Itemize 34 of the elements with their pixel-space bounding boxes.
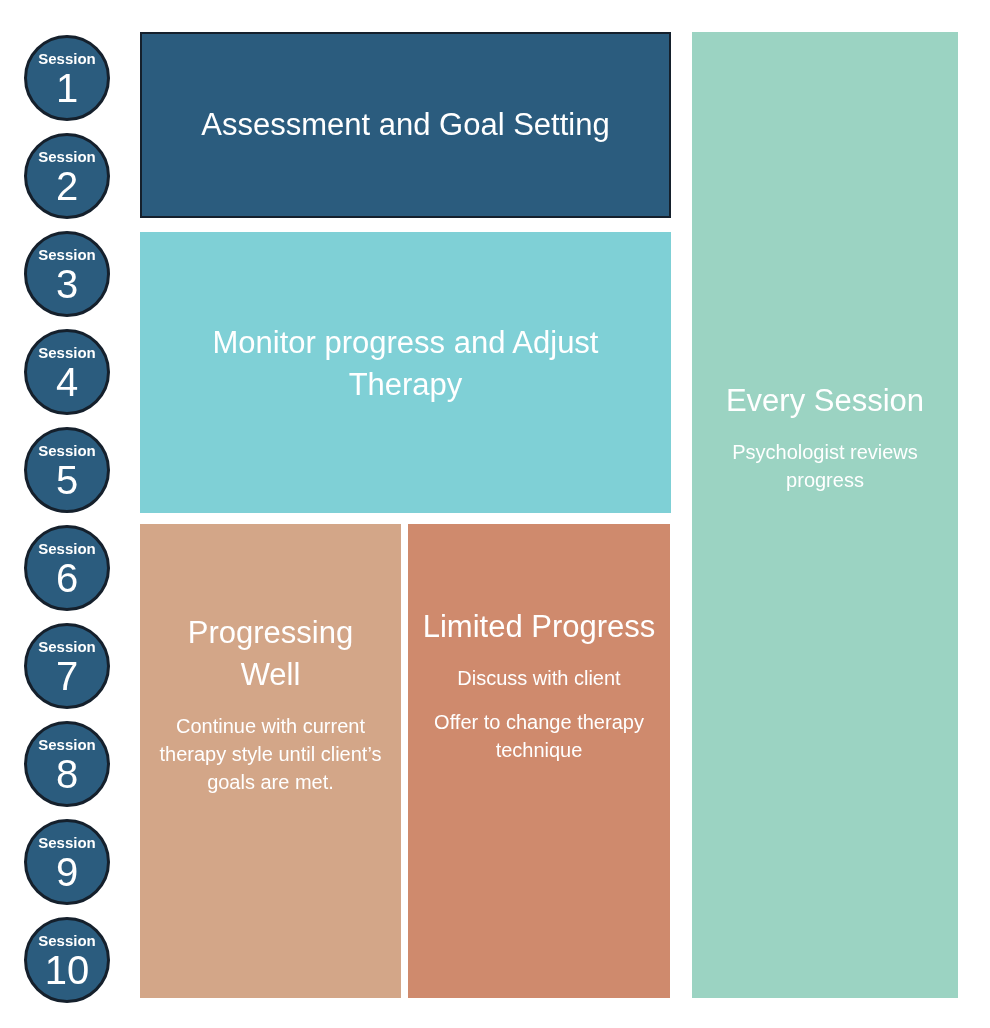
phase-box xyxy=(140,524,401,998)
session-number: 1 xyxy=(55,67,79,109)
phase-box xyxy=(408,524,670,998)
session-label: Session xyxy=(38,835,96,851)
session-number: 3 xyxy=(55,263,79,305)
phase-box xyxy=(140,32,671,218)
session-number: 5 xyxy=(55,459,79,501)
session-number: 7 xyxy=(55,655,79,697)
phase-description: Offer to change therapy technique xyxy=(433,710,645,763)
session-label: Session xyxy=(38,51,96,67)
session-number: 10 xyxy=(44,949,90,991)
phase-title: Progressing Well xyxy=(186,614,355,694)
session-number: 9 xyxy=(55,851,79,893)
phase-title: Assessment and Goal Setting xyxy=(201,106,610,144)
session-number: 4 xyxy=(55,361,79,403)
phase-description: Continue with current therapy style until client’s goals are met. xyxy=(158,714,383,795)
phase-description: Psychologist reviews progress xyxy=(731,440,919,493)
phase-box xyxy=(140,232,671,513)
session-label: Session xyxy=(38,247,96,263)
session-number: 6 xyxy=(55,557,79,599)
phase-title: Monitor progress and Adjust Therapy xyxy=(211,324,600,404)
session-label: Session xyxy=(38,639,96,655)
session-label: Session xyxy=(38,443,96,459)
session-number: 2 xyxy=(55,165,79,207)
phase-box xyxy=(692,32,958,998)
session-label: Session xyxy=(38,345,96,361)
phase-title: Limited Progress xyxy=(422,608,656,646)
session-label: Session xyxy=(38,737,96,753)
session-label: Session xyxy=(38,541,96,557)
session-label: Session xyxy=(38,149,96,165)
phase-description: Discuss with client xyxy=(457,666,621,691)
session-label: Session xyxy=(38,933,96,949)
session-number: 8 xyxy=(55,753,79,795)
phase-title: Every Session xyxy=(725,382,925,420)
